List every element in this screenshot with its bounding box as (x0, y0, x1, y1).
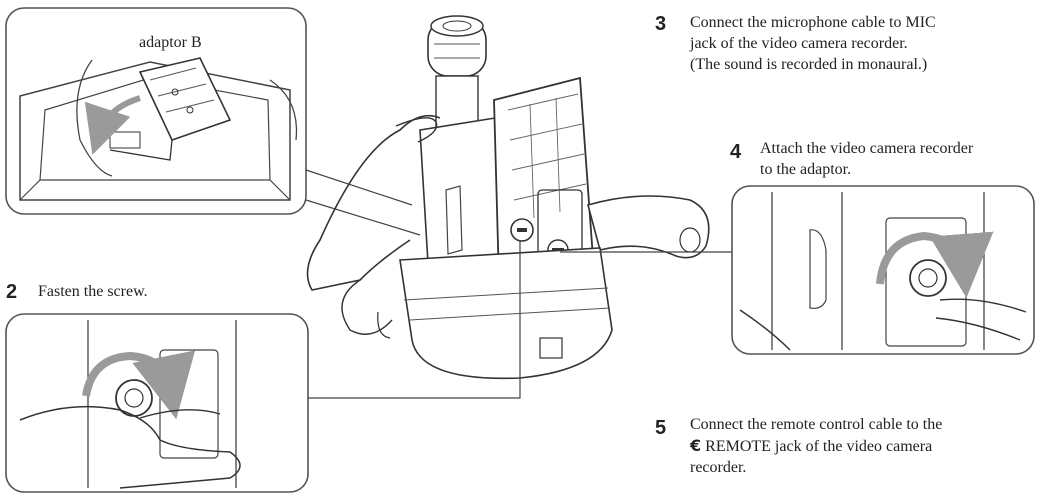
inset-panel-adaptor-b (5, 7, 307, 215)
rotation-arrow-icon (82, 350, 196, 420)
adaptor-b-label: adaptor B (139, 34, 202, 51)
remote-jack-icon: € (690, 436, 702, 455)
step-5-text: Connect the remote control cable to the … (690, 414, 1035, 478)
step-5-text-line-1: Connect the remote control cable to the (690, 416, 943, 433)
step-3-text: Connect the microphone cable to MIC jack… (690, 14, 936, 73)
inset-panel-attach-camera (731, 185, 1035, 355)
step-5-text-line-3: recorder. (690, 459, 747, 476)
step-4-number: 4 (730, 141, 742, 163)
step-3-number: 3 (655, 13, 667, 35)
step-5-number: 5 (655, 417, 667, 439)
step-4-text: Attach the video camera recorder to the … (760, 140, 974, 178)
step-5-text-line-2: € REMOTE jack of the video camera (690, 435, 1035, 457)
step-2-text: Fasten the screw. (38, 283, 148, 300)
main-camera-adaptor-illustration (306, 15, 710, 380)
inset-panel-fasten-screw (5, 313, 309, 493)
step-5-remote-jack-text: REMOTE jack of the video camera (701, 438, 933, 455)
rotation-arrow-icon (84, 95, 141, 155)
screw-icon (909, 259, 947, 297)
rotation-arrow-icon (876, 231, 994, 298)
step-2-number: 2 (6, 281, 18, 303)
